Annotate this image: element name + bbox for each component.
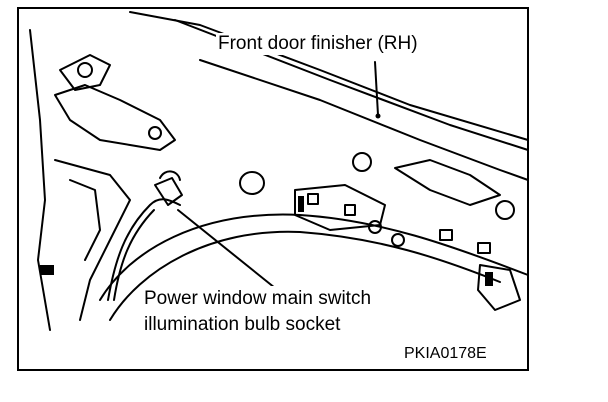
right-hole-1 xyxy=(439,229,453,241)
clip-2 xyxy=(391,233,405,247)
switch-socket-label: Power window main switch illumination bu… xyxy=(142,286,446,338)
right-clip xyxy=(495,200,515,220)
figure-code: PKIA0178E xyxy=(404,345,487,362)
left-panel-edge xyxy=(29,29,51,331)
pointer-finisher-dot xyxy=(375,113,381,119)
right-hole-2 xyxy=(477,242,491,254)
finisher-curve-inner xyxy=(109,230,501,321)
left-bracket-lower xyxy=(54,159,131,321)
switch-socket-label-line2: illumination bulb socket xyxy=(144,314,341,335)
grommet xyxy=(239,171,265,195)
bulb-socket xyxy=(154,177,183,206)
clip-1 xyxy=(368,220,382,234)
panel-inner-line xyxy=(199,59,529,181)
bracket-shade xyxy=(40,265,54,275)
right-slot xyxy=(394,159,501,206)
hinge-arm xyxy=(59,54,111,91)
finisher-label: Front door finisher (RH) xyxy=(216,33,420,55)
pointer-switch xyxy=(177,209,281,293)
switch-screw xyxy=(352,152,372,172)
right-lower-bracket xyxy=(477,264,521,311)
bulb-clip xyxy=(159,170,181,181)
finisher-curve xyxy=(99,213,529,301)
hinge-bolt xyxy=(77,62,93,78)
main-switch-button-2 xyxy=(344,204,356,216)
left-bracket-rib xyxy=(69,179,101,261)
hinge-bolt-2 xyxy=(148,126,162,140)
harness-wire-2 xyxy=(113,209,155,301)
panel-top-edge xyxy=(129,11,529,141)
right-shade xyxy=(485,272,493,286)
main-switch-button xyxy=(307,193,319,205)
pointer-finisher xyxy=(374,61,379,116)
switch-shade xyxy=(298,196,304,212)
switch-socket-label-line1: Power window main switch xyxy=(144,288,372,309)
hinge-bracket xyxy=(54,84,176,151)
harness-wire xyxy=(107,198,181,301)
